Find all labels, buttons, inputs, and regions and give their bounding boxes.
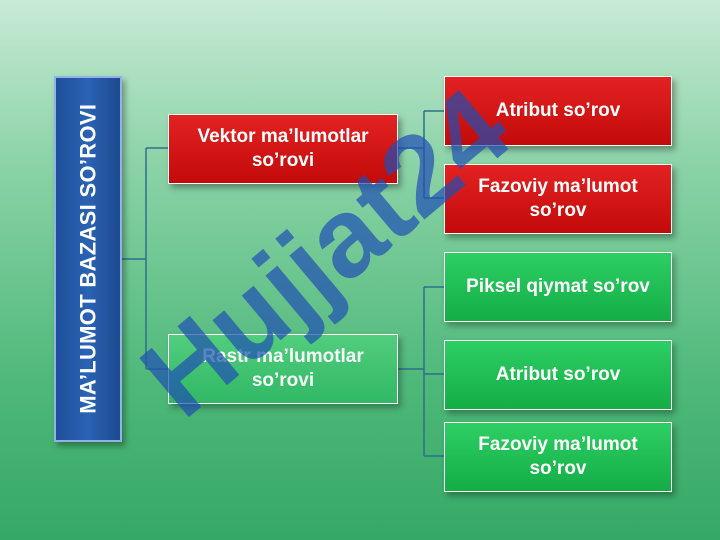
vektor-atribut-node: Atribut so’rov [444,76,672,146]
rastr-fazoviy-label-line2: so’rov [529,458,587,479]
vektor-label-line2: so’rovi [251,150,315,171]
rastr-node: Rastr ma’lumotlar so’rovi [168,334,398,404]
vektor-node: Vektor ma’lumotlar so’rovi [168,114,398,184]
root-label: MA’LUMOT BAZASI SO’ROVI [75,103,101,415]
vektor-atribut-label: Atribut so’rov [495,100,621,122]
rastr-label-line2: so’rovi [251,370,315,391]
rastr-label-line1: Rastr ma’lumotlar [202,346,364,368]
connector-rastr-branch [398,286,444,457]
vektor-fazoviy-node: Fazoviy ma’lumot so’rov [444,164,672,234]
vektor-fazoviy-label-line2: so’rov [529,200,587,221]
vektor-fazoviy-label-line1: Fazoviy ma’lumot [478,176,638,198]
rastr-atribut-node: Atribut so’rov [444,340,672,410]
connector-vektor-branch [398,110,444,199]
rastr-fazoviy-label-line1: Fazoviy ma’lumot [478,434,638,456]
rastr-atribut-label: Atribut so’rov [495,364,621,386]
connector-root-trunk [122,147,168,370]
rastr-fazoviy-node: Fazoviy ma’lumot so’rov [444,422,672,492]
rastr-piksel-label: Piksel qiymat so’rov [466,276,650,298]
vektor-label-line1: Vektor ma’lumotlar [197,126,369,148]
rastr-piksel-node: Piksel qiymat so’rov [444,252,672,322]
root-node: MA’LUMOT BAZASI SO’ROVI [54,76,122,442]
